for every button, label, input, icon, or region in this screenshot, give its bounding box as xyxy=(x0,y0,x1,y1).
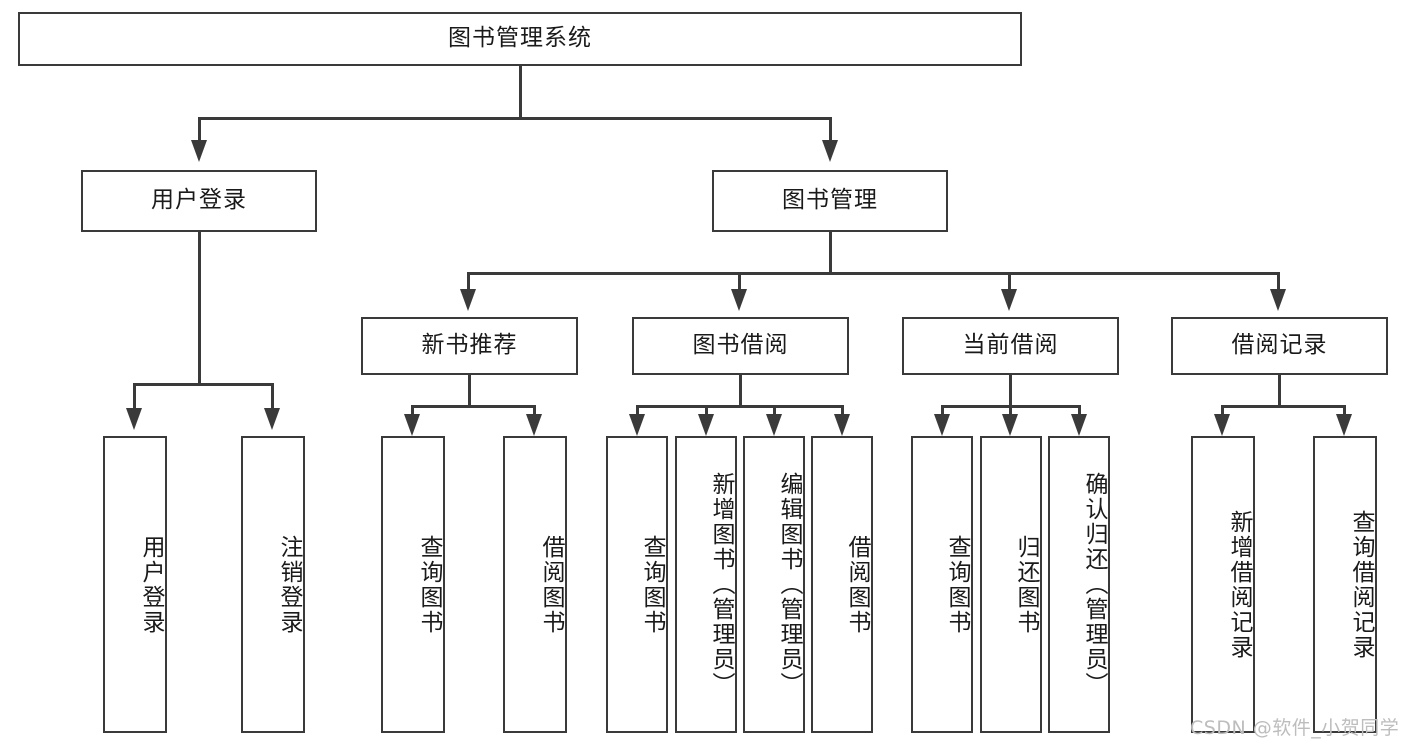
arrow-to-leaf-confirm-return xyxy=(1071,414,1087,436)
edge-current-branch-2 xyxy=(1009,405,1012,417)
node-new-book-recommend[interactable]: 新书推荐 xyxy=(361,317,578,375)
arrow-to-book-borrow xyxy=(731,289,747,311)
arrow-to-leaf-add-record xyxy=(1214,414,1230,436)
edge-user-login-bus xyxy=(133,383,273,386)
edge-borrow-branch-1 xyxy=(636,405,639,417)
arrow-to-leaf-edit-book xyxy=(766,414,782,436)
leaf-return-book[interactable]: 归还图书 xyxy=(980,436,1042,733)
edge-recommend-bus xyxy=(411,405,535,408)
edge-borrow-branch-3 xyxy=(773,405,776,417)
arrow-to-leaf-add-book xyxy=(698,414,714,436)
node-label: 用户登录 xyxy=(151,187,247,214)
watermark-text: CSDN @软件_小贺同学 xyxy=(1190,717,1400,739)
edge-book-mgmt-stem xyxy=(829,232,832,274)
node-label: 确认归还（管理员） xyxy=(1081,472,1107,697)
arrow-to-leaf-logout xyxy=(264,408,280,430)
node-label: 编辑图书（管理员） xyxy=(776,472,802,697)
edge-borrow-branch-2 xyxy=(705,405,708,417)
edge-user-login-stem xyxy=(198,232,201,384)
edge-user-login-branch-2 xyxy=(271,383,274,410)
leaf-query-borrow-record[interactable]: 查询借阅记录 xyxy=(1313,436,1377,733)
arrow-to-leaf-query-book-rec xyxy=(404,414,420,436)
leaf-user-login[interactable]: 用户登录 xyxy=(103,436,167,733)
edge-borrow-branch-4 xyxy=(841,405,844,417)
edge-record-bus xyxy=(1221,405,1345,408)
arrow-to-new-book-recommend xyxy=(460,289,476,311)
edge-root-to-user-login xyxy=(198,117,201,142)
node-label: 查询图书 xyxy=(944,534,970,635)
node-label: 注销登录 xyxy=(276,534,302,635)
edge-root-bus xyxy=(198,117,832,120)
edge-book-mgmt-branch-4 xyxy=(1277,272,1280,292)
node-label: 查询借阅记录 xyxy=(1348,509,1374,660)
node-label: 借阅记录 xyxy=(1231,332,1328,359)
edge-borrow-bus xyxy=(636,405,844,408)
node-label: 新书推荐 xyxy=(421,332,518,359)
csdn-watermark: CSDN @软件_小贺同学 xyxy=(1190,713,1399,740)
leaf-add-borrow-record[interactable]: 新增借阅记录 xyxy=(1191,436,1255,733)
edge-current-branch-3 xyxy=(1078,405,1081,417)
leaf-borrow-book-borrow[interactable]: 借阅图书 xyxy=(811,436,873,733)
edge-root-stem xyxy=(519,66,522,118)
node-label: 新增图书（管理员） xyxy=(708,472,734,697)
node-label: 图书借阅 xyxy=(692,332,789,359)
edge-book-mgmt-branch-3 xyxy=(1008,272,1011,292)
arrow-root-to-book-mgmt xyxy=(822,140,838,162)
edge-record-branch-2 xyxy=(1343,405,1346,417)
edge-book-mgmt-branch-1 xyxy=(467,272,470,292)
arrow-root-to-user-login xyxy=(191,140,207,162)
node-label: 新增借阅记录 xyxy=(1226,509,1252,660)
arrow-to-leaf-query-record xyxy=(1336,414,1352,436)
node-label: 查询图书 xyxy=(416,534,442,635)
edge-user-login-branch-1 xyxy=(133,383,136,410)
arrow-to-leaf-borrow-book-bor xyxy=(834,414,850,436)
edge-root-to-book-mgmt xyxy=(829,117,832,142)
leaf-query-book-borrow[interactable]: 查询图书 xyxy=(606,436,668,733)
node-borrow-record[interactable]: 借阅记录 xyxy=(1171,317,1388,375)
leaf-edit-book-admin[interactable]: 编辑图书（管理员） xyxy=(743,436,805,733)
node-label: 用户登录 xyxy=(138,534,164,635)
node-book-management[interactable]: 图书管理 xyxy=(712,170,948,232)
node-user-login[interactable]: 用户登录 xyxy=(81,170,317,232)
node-label: 图书管理系统 xyxy=(448,25,592,52)
edge-current-stem xyxy=(1009,375,1012,407)
node-label: 查询图书 xyxy=(639,534,665,635)
node-label: 当前借阅 xyxy=(962,332,1059,359)
arrow-to-leaf-query-book-bor xyxy=(629,414,645,436)
edge-book-mgmt-branch-2 xyxy=(738,272,741,292)
leaf-confirm-return-admin[interactable]: 确认归还（管理员） xyxy=(1048,436,1110,733)
arrow-to-leaf-user-login xyxy=(126,408,142,430)
node-book-borrow[interactable]: 图书借阅 xyxy=(632,317,849,375)
arrow-to-leaf-query-book-cur xyxy=(934,414,950,436)
edge-recommend-stem xyxy=(468,375,471,407)
edge-recommend-branch-2 xyxy=(533,405,536,417)
arrow-to-leaf-borrow-book-rec xyxy=(526,414,542,436)
edge-recommend-branch-1 xyxy=(411,405,414,417)
node-label: 借阅图书 xyxy=(844,534,870,635)
edge-record-branch-1 xyxy=(1221,405,1224,417)
leaf-borrow-book-recommend[interactable]: 借阅图书 xyxy=(503,436,567,733)
arrow-to-leaf-return-book xyxy=(1002,414,1018,436)
edge-record-stem xyxy=(1278,375,1281,407)
node-current-borrow[interactable]: 当前借阅 xyxy=(902,317,1119,375)
arrow-to-borrow-record xyxy=(1270,289,1286,311)
edge-current-branch-1 xyxy=(941,405,944,417)
node-root-system[interactable]: 图书管理系统 xyxy=(18,12,1022,66)
node-label: 图书管理 xyxy=(782,187,878,214)
leaf-add-book-admin[interactable]: 新增图书（管理员） xyxy=(675,436,737,733)
arrow-to-current-borrow xyxy=(1001,289,1017,311)
node-label: 借阅图书 xyxy=(538,534,564,635)
leaf-logout[interactable]: 注销登录 xyxy=(241,436,305,733)
edge-book-mgmt-bus xyxy=(467,272,1279,275)
leaf-query-book-current[interactable]: 查询图书 xyxy=(911,436,973,733)
edge-borrow-stem xyxy=(739,375,742,407)
leaf-query-book-recommend[interactable]: 查询图书 xyxy=(381,436,445,733)
node-label: 归还图书 xyxy=(1013,534,1039,635)
